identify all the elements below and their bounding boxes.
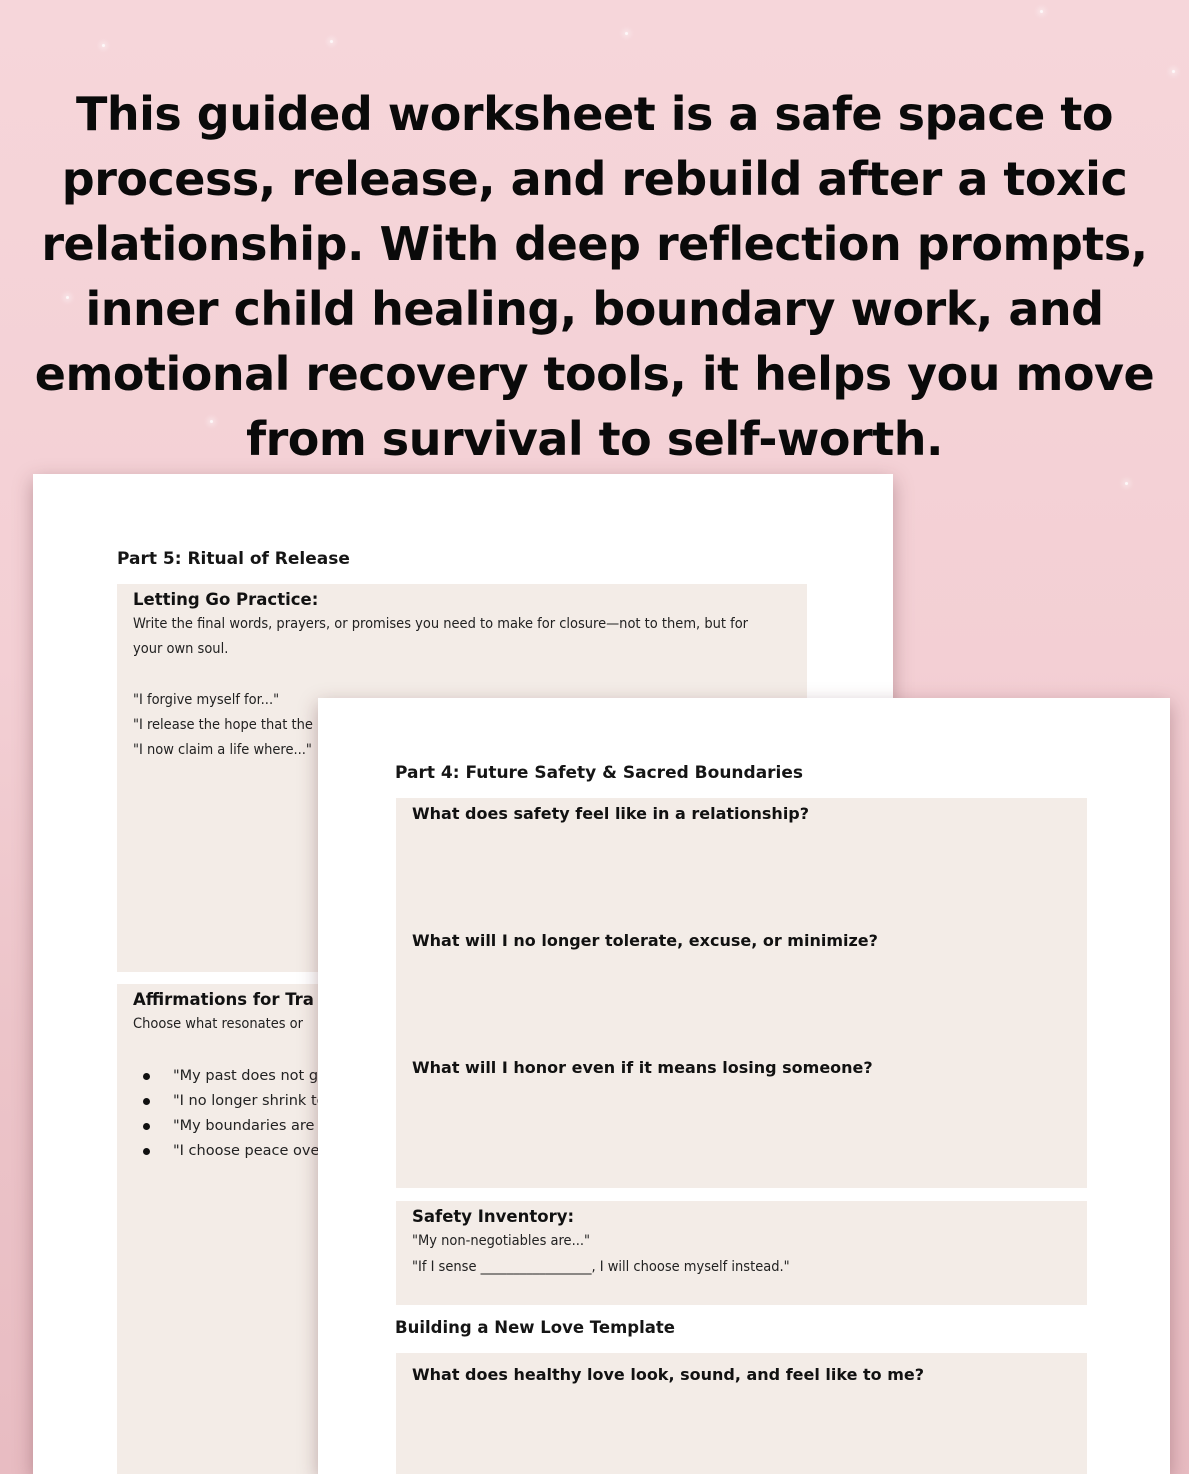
box-title: Affirmations for Tra bbox=[133, 990, 314, 1009]
headline-line: This guided worksheet is a safe space to bbox=[76, 87, 1114, 141]
headline: This guided worksheet is a safe space to… bbox=[30, 82, 1159, 472]
question-text: What will I honor even if it means losin… bbox=[412, 1058, 873, 1077]
worksheet-page-part-4: Part 4: Future Safety & Sacred Boundarie… bbox=[318, 698, 1170, 1474]
intro-text: your own soul. bbox=[133, 641, 229, 657]
prompt-text: "I release the hope that the bbox=[133, 717, 313, 733]
prompt-text: "I forgive myself for..." bbox=[133, 692, 280, 708]
inventory-line: "My non-negotiables are..." bbox=[412, 1233, 590, 1249]
list-item: "I no longer shrink to b bbox=[143, 1089, 344, 1114]
sparkle bbox=[625, 32, 628, 35]
question-text: What will I no longer tolerate, excuse, … bbox=[412, 931, 878, 950]
sparkle bbox=[1125, 482, 1128, 485]
sparkle bbox=[1040, 10, 1043, 13]
intro-text: Write the final words, prayers, or promi… bbox=[133, 616, 749, 632]
box-title: Safety Inventory: bbox=[412, 1207, 575, 1226]
sparkle bbox=[1172, 70, 1175, 73]
boundaries-questions-box: What does safety feel like in a relation… bbox=[396, 798, 1087, 1188]
list-item: "I choose peace over fa bbox=[143, 1139, 344, 1164]
headline-line: from survival to self-worth. bbox=[246, 412, 943, 466]
part-title: Part 4: Future Safety & Sacred Boundarie… bbox=[395, 763, 804, 783]
sparkle bbox=[210, 420, 213, 423]
box-title: Letting Go Practice: bbox=[133, 590, 319, 609]
headline-line: inner child healing, boundary work, and bbox=[85, 282, 1104, 336]
headline-line: relationship. With deep reflection promp… bbox=[41, 217, 1148, 271]
love-template-box: What does healthy love look, sound, and … bbox=[396, 1353, 1087, 1474]
headline-line: emotional recovery tools, it helps you m… bbox=[34, 347, 1155, 401]
intro-text: Choose what resonates or bbox=[133, 1016, 304, 1032]
question-text: What does safety feel like in a relation… bbox=[412, 804, 810, 823]
section-title: Building a New Love Template bbox=[395, 1318, 675, 1337]
prompt-text: "I now claim a life where..." bbox=[133, 742, 312, 758]
affirmation-list: "My past does not get "I no longer shrin… bbox=[143, 1064, 344, 1164]
headline-line: process, release, and rebuild after a to… bbox=[61, 152, 1128, 206]
list-item: "My boundaries are sa bbox=[143, 1114, 344, 1139]
inventory-line: "If I sense _________________, I will ch… bbox=[412, 1259, 790, 1275]
question-text: What does healthy love look, sound, and … bbox=[412, 1365, 925, 1384]
sparkle bbox=[102, 44, 105, 47]
sparkle bbox=[66, 296, 69, 299]
sparkle bbox=[330, 40, 333, 43]
list-item: "My past does not get bbox=[143, 1064, 344, 1089]
safety-inventory-box: Safety Inventory: "My non-negotiables ar… bbox=[396, 1201, 1087, 1305]
part-title: Part 5: Ritual of Release bbox=[117, 549, 350, 569]
